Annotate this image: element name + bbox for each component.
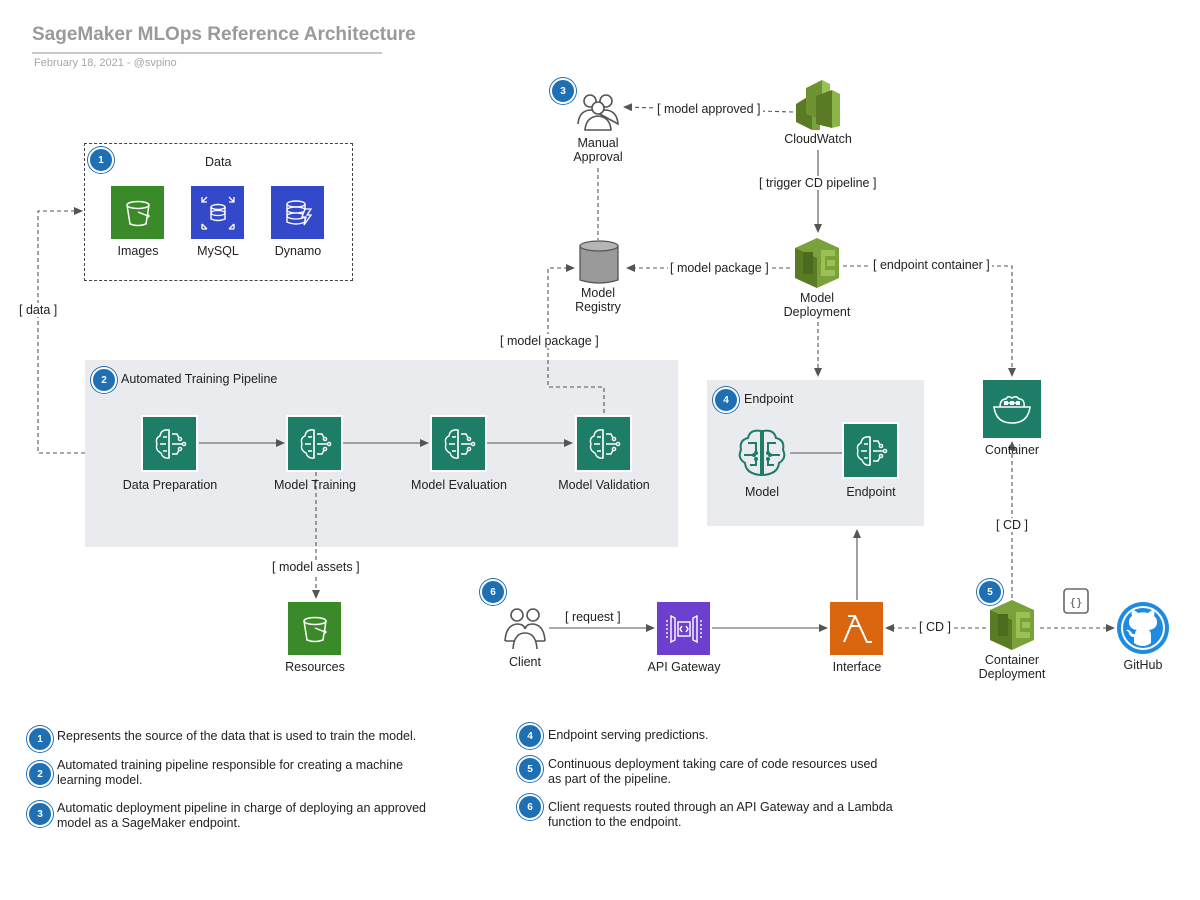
resources-s3-icon <box>288 602 341 655</box>
images-label: Images <box>117 244 159 258</box>
manual-approval-users-icon <box>575 86 621 132</box>
svg-text:{}: {} <box>1069 596 1082 609</box>
model-deployment-label-2: Deployment <box>783 305 851 319</box>
model-training-sagemaker-icon <box>286 415 343 472</box>
edge-data <box>37 207 85 454</box>
client-users-icon <box>502 605 548 651</box>
data-preparation-sagemaker-icon <box>141 415 198 472</box>
diagram-subtitle: February 18, 2021 - @svpino <box>34 57 177 69</box>
edge-label-cd-left: [ CD ] <box>917 620 953 634</box>
badge-3: 3 <box>550 78 576 104</box>
interface-label: Interface <box>832 660 882 674</box>
api-gateway-label: API Gateway <box>647 660 721 674</box>
badge-5: 5 <box>977 579 1003 605</box>
edge-label-model-package-mid: [ model package ] <box>498 334 601 348</box>
images-s3-icon <box>111 186 164 239</box>
title-divider <box>32 52 382 54</box>
legend-text-1: Represents the source of the data that i… <box>57 729 417 743</box>
legend-badge-1: 1 <box>27 726 53 752</box>
container-label: Container <box>984 443 1040 457</box>
edge-label-model-approved: [ model approved ] <box>655 102 763 116</box>
manual-approval-label-2: Approval <box>573 150 623 164</box>
container-deployment-label-1: Container <box>984 653 1040 667</box>
model-deployment-icon <box>791 236 843 290</box>
github-label: GitHub <box>1123 658 1163 672</box>
legend-text-6: Client requests routed through an API Ga… <box>548 800 893 829</box>
model-evaluation-label: Model Evaluation <box>411 478 507 492</box>
interface-lambda-icon <box>830 602 883 655</box>
badge-6: 6 <box>480 579 506 605</box>
api-gateway-icon <box>657 602 710 655</box>
model-deployment-label-1: Model <box>799 291 835 305</box>
badge-2: 2 <box>91 367 117 393</box>
badge-4: 4 <box>713 387 739 413</box>
cloudwatch-icon <box>792 80 844 132</box>
badge-1: 1 <box>88 147 114 173</box>
endpoint-label: Endpoint <box>846 485 896 499</box>
edge-model-package-mid <box>547 264 605 413</box>
legend-badge-2: 2 <box>27 761 53 787</box>
model-evaluation-sagemaker-icon <box>430 415 487 472</box>
manual-approval-label-1: Manual <box>577 136 619 150</box>
client-label: Client <box>509 655 541 669</box>
model-training-label: Model Training <box>274 478 356 492</box>
model-label: Model <box>744 485 780 499</box>
container-deployment-label-2: Deployment <box>978 667 1046 681</box>
dynamo-icon <box>271 186 324 239</box>
legend-badge-3: 3 <box>27 801 53 827</box>
model-registry-db-icon <box>578 240 620 286</box>
endpoint-sagemaker-icon <box>842 422 899 479</box>
mysql-rds-icon <box>191 186 244 239</box>
model-validation-sagemaker-icon <box>575 415 632 472</box>
legend-badge-5: 5 <box>517 756 543 782</box>
legend-text-2: Automated training pipeline responsible … <box>57 758 404 787</box>
container-deployment-icon <box>986 598 1038 652</box>
model-registry-label-2: Registry <box>575 300 621 314</box>
legend-text-3: Automatic deployment pipeline in charge … <box>57 801 426 830</box>
resources-label: Resources <box>285 660 345 674</box>
endpoint-group-title: Endpoint <box>744 392 794 406</box>
legend-text-4: Endpoint serving predictions. <box>548 728 709 742</box>
legend-badge-6: 6 <box>517 794 543 820</box>
edge-label-endpoint-container: [ endpoint container ] <box>871 258 992 272</box>
legend-badge-4: 4 <box>517 723 543 749</box>
mysql-label: MySQL <box>197 244 239 258</box>
model-validation-label: Model Validation <box>558 478 650 492</box>
edge-label-request: [ request ] <box>563 610 623 624</box>
legend-text-5: Continuous deployment taking care of cod… <box>548 757 878 786</box>
data-preparation-label: Data Preparation <box>122 478 218 492</box>
data-group-title: Data <box>205 155 232 169</box>
dynamo-label: Dynamo <box>274 244 322 258</box>
edge-label-model-assets: [ model assets ] <box>270 560 362 574</box>
data-group <box>84 143 353 281</box>
edge-label-trigger-cd: [ trigger CD pipeline ] <box>757 176 879 190</box>
model-brain-icon <box>734 425 790 481</box>
diagram-title: SageMaker MLOps Reference Architecture <box>32 24 416 45</box>
edge-endpoint-container <box>843 265 1016 377</box>
edge-label-data: [ data ] <box>17 303 60 317</box>
edge-label-model-package-top: [ model package ] <box>668 261 771 275</box>
github-icon <box>1116 601 1170 655</box>
code-file-icon: {} <box>1062 587 1090 615</box>
container-registry-icon <box>983 380 1041 438</box>
edge-label-cd-up: [ CD ] <box>994 518 1030 532</box>
cloudwatch-label: CloudWatch <box>784 132 852 146</box>
model-registry-label-1: Model <box>580 286 616 300</box>
training-group-title: Automated Training Pipeline <box>121 372 278 386</box>
